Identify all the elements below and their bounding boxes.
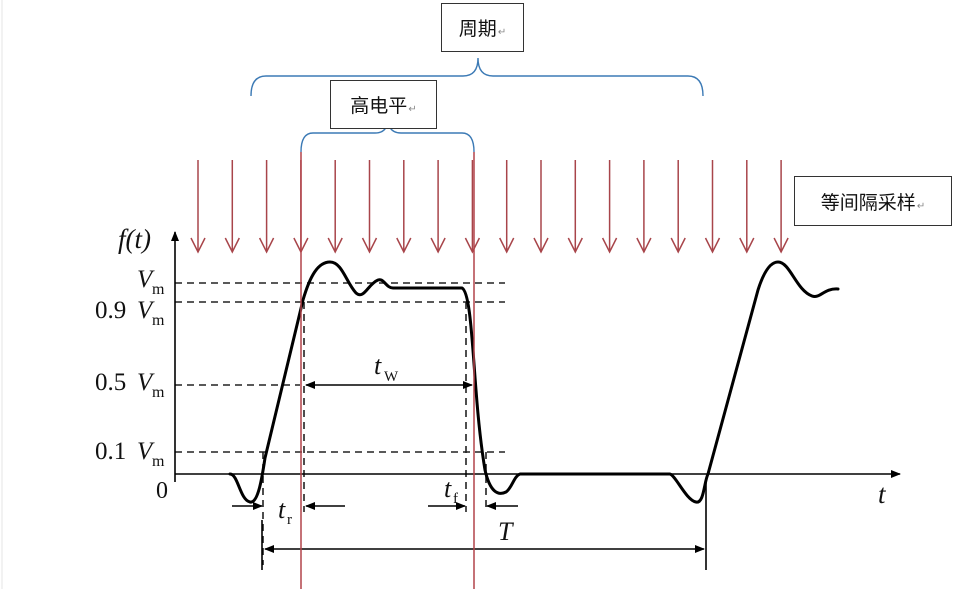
svg-text:m: m <box>152 281 165 298</box>
sample-arrow <box>704 160 721 254</box>
svg-text:r: r <box>287 512 292 528</box>
svg-text:0.9: 0.9 <box>95 297 126 324</box>
svg-text:m: m <box>152 312 165 329</box>
pulse-waveform <box>228 260 840 504</box>
sample-arrow <box>499 160 515 254</box>
svg-text:0.5: 0.5 <box>95 369 126 396</box>
sample-arrow <box>773 160 789 254</box>
sample-arrow <box>190 160 206 254</box>
sample-arrow <box>601 160 618 254</box>
tf-label: t f <box>444 474 458 507</box>
period-brace <box>250 57 704 97</box>
svg-text:m: m <box>152 384 165 401</box>
sample-arrow <box>670 160 686 254</box>
level-label-01: 0.1 V m <box>95 438 165 470</box>
svg-text:t: t <box>374 351 382 380</box>
sample-arrow <box>258 160 275 254</box>
svg-text:V: V <box>137 369 155 396</box>
period-T-label: T <box>498 517 514 546</box>
sample-arrow <box>361 160 378 254</box>
sample-arrow <box>533 160 549 254</box>
svg-text:0.1: 0.1 <box>95 438 126 465</box>
level-label-vm: V m <box>137 266 165 298</box>
high-level-label: 高电平 <box>350 95 408 117</box>
sampling-label: 等间隔采样 <box>820 191 916 214</box>
sample-arrow <box>739 160 755 254</box>
period-label: 周期 <box>458 18 497 40</box>
level-label-09: 0.9 V m <box>95 297 165 329</box>
level-label-05: 0.5 V m <box>95 369 165 401</box>
sample-arrow <box>464 160 481 254</box>
high-level-label-box: 高电平↵ <box>330 80 437 129</box>
tw-label: t W <box>374 351 399 385</box>
level-dashed-lines <box>175 282 505 565</box>
x-axis-label: t <box>878 479 887 509</box>
sampling-label-box: 等间隔采样↵ <box>794 176 952 226</box>
svg-text:V: V <box>137 438 155 465</box>
svg-text:V: V <box>137 266 155 293</box>
svg-text:t: t <box>278 495 286 524</box>
svg-text:V: V <box>137 297 155 324</box>
sample-arrow <box>567 160 583 254</box>
sample-arrow <box>636 160 652 254</box>
sample-arrow <box>224 160 240 254</box>
svg-text:t: t <box>444 474 452 503</box>
period-label-box: 周期↵ <box>441 3 524 52</box>
return-mark-icon: ↵ <box>497 27 507 38</box>
return-mark-icon: ↵ <box>916 200 926 212</box>
svg-text:m: m <box>152 453 165 470</box>
svg-text:f: f <box>453 491 458 507</box>
tr-label: t r <box>278 495 292 528</box>
origin-label: 0 <box>156 478 168 504</box>
svg-text:W: W <box>384 369 399 385</box>
sample-arrows <box>190 160 789 254</box>
y-axis-label: f(t) <box>118 224 151 254</box>
sample-arrow <box>430 160 446 254</box>
sample-arrow <box>396 160 412 254</box>
sample-arrow <box>327 160 343 254</box>
return-mark-icon: ↵ <box>408 104 417 115</box>
